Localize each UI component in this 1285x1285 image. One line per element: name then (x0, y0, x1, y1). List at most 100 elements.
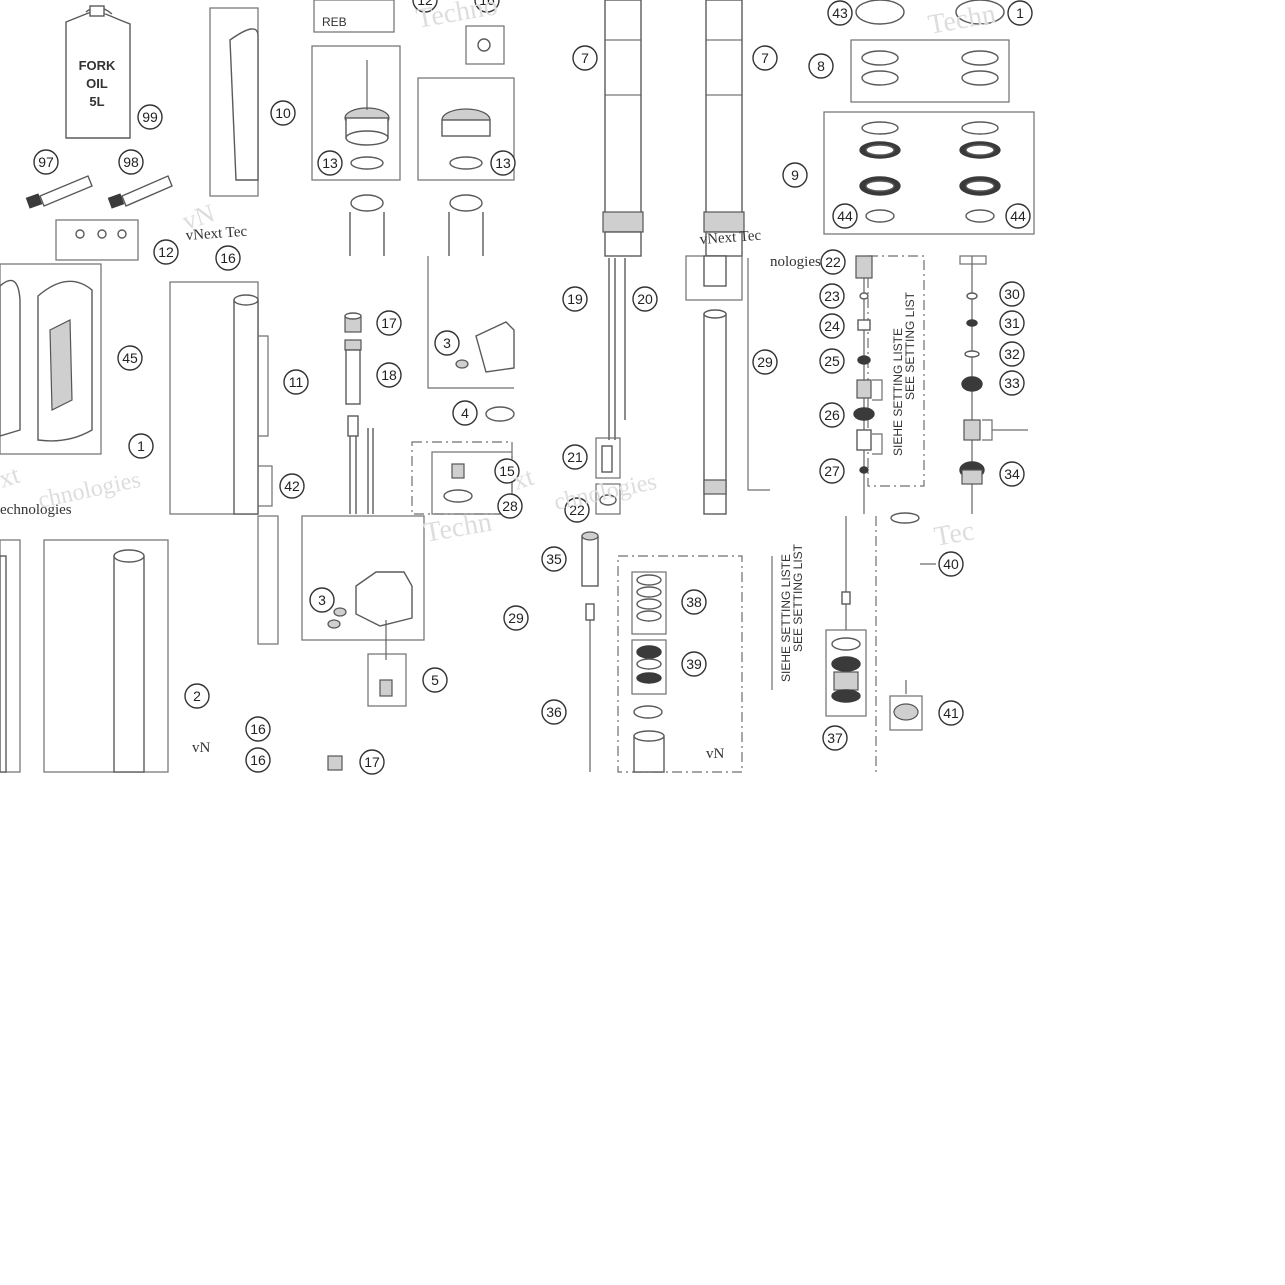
callout-number: 11 (289, 374, 304, 390)
callout-27: 27 (819, 458, 845, 484)
callout-2: 2 (184, 683, 210, 709)
callout-number: 9 (791, 167, 799, 183)
callout-number: 7 (581, 50, 589, 66)
outer-tube-left-edge (0, 555, 7, 773)
callout-number: 98 (123, 154, 139, 170)
outer-tube-frame-left (0, 539, 21, 773)
fork-guard-frame-45 (0, 263, 102, 455)
callout-31: 31 (999, 310, 1025, 336)
outer-tube-sleeve (229, 28, 259, 181)
callout-4: 4 (452, 400, 478, 426)
grease-tube-98 (107, 175, 173, 209)
callout-circle (562, 444, 588, 470)
callout-number: 39 (686, 656, 702, 672)
watermark-14: vN (706, 746, 725, 762)
bracket-26b (872, 433, 883, 455)
callout-circle (270, 100, 296, 126)
reb-frame (313, 0, 395, 33)
part-15 (451, 463, 465, 479)
callout-number: 1 (137, 438, 145, 454)
setting-frame-38 (617, 555, 743, 773)
valve-3 (327, 571, 413, 660)
callout-number: 3 (318, 592, 326, 608)
callout-circle (819, 283, 845, 309)
watermark-3: Techno (414, 0, 500, 35)
callout-circle (681, 589, 707, 615)
callout-25: 25 (819, 348, 845, 374)
callout-42: 42 (279, 473, 305, 499)
spring-38 (636, 574, 662, 622)
partial-callout-number: 16 (250, 721, 266, 737)
partial-callout-22: 22 (820, 249, 846, 275)
screw-cap-10 (344, 60, 390, 170)
callout-circle (938, 551, 964, 577)
callout-44: 44 (832, 203, 858, 229)
partial-callout-16: 16 (474, 0, 500, 13)
hydro-stop-frame-top (427, 256, 514, 389)
partial-callout-16: 16 (245, 747, 271, 773)
callout-circle (376, 362, 402, 388)
callout-circle (827, 0, 853, 26)
bracket-33 (982, 419, 1028, 441)
nut-17 (344, 312, 362, 333)
watermark-8: xt (509, 462, 538, 496)
callout-36: 36 (541, 699, 567, 725)
callout-40: 40 (938, 551, 964, 577)
watermark-10: chnologies (36, 467, 143, 514)
callout-number: 32 (1004, 346, 1020, 362)
callout-circle (632, 286, 658, 312)
cartridge-bottom-top (633, 730, 665, 742)
base-valve-37 (831, 637, 861, 703)
callout-circle (359, 749, 385, 775)
setting-label-en-2: SEE SETTING LIST (791, 543, 805, 652)
watermark-layer: vNext Tec vNext Tec Techno Techn Techn T… (0, 0, 998, 762)
base-valve-pin (841, 591, 851, 605)
callout-5: 5 (422, 667, 448, 693)
callout-circle (819, 348, 845, 374)
callout-circle (822, 725, 848, 751)
inner-tube-7b (703, 0, 745, 257)
hydro-stop-frame (301, 515, 425, 641)
spring-21 (601, 445, 613, 473)
callout-circle (999, 310, 1025, 336)
seal-stack-right (955, 0, 1005, 223)
callout-10: 10 (270, 100, 296, 126)
callout-number: 34 (1004, 466, 1020, 482)
callout-18: 18 (376, 362, 402, 388)
partial-callout-29: 29 (503, 605, 529, 631)
callout-number: 4 (461, 405, 469, 421)
partial-callout-29: 29 (752, 349, 778, 375)
partial-callout-number: 29 (508, 610, 524, 626)
callout-number: 13 (322, 155, 338, 171)
piston-35 (581, 531, 599, 772)
callout-circle (999, 281, 1025, 307)
callout-circle (572, 45, 598, 71)
cap-assembly-frame-2 (417, 77, 515, 181)
seal-frame-9 (823, 111, 1035, 235)
partial-callout-circle (412, 0, 438, 13)
callout-number: 8 (817, 58, 825, 74)
callout-number: 41 (943, 705, 959, 721)
spring-frame-39 (631, 639, 667, 695)
base-valve-frame-37 (825, 629, 867, 717)
part-5 (379, 679, 393, 697)
callout-number: 21 (567, 449, 583, 465)
callout-19: 19 (562, 286, 588, 312)
callout-circle (938, 700, 964, 726)
partial-callout-circle (1007, 0, 1033, 26)
part-41 (893, 703, 919, 721)
partial-callout-16: 16 (215, 245, 241, 271)
callout-41: 41 (938, 700, 964, 726)
cap-assembly-frame (311, 45, 401, 181)
frame-5 (367, 653, 407, 707)
callout-circle (117, 345, 143, 371)
part-16 (477, 38, 491, 52)
partial-callout-number: 28 (502, 498, 518, 514)
callout-circle (317, 150, 343, 176)
callout-15: 15 (494, 458, 520, 484)
part-16-frame (465, 25, 505, 65)
callout-circle (434, 330, 460, 356)
cartridge-29-band (703, 479, 727, 495)
